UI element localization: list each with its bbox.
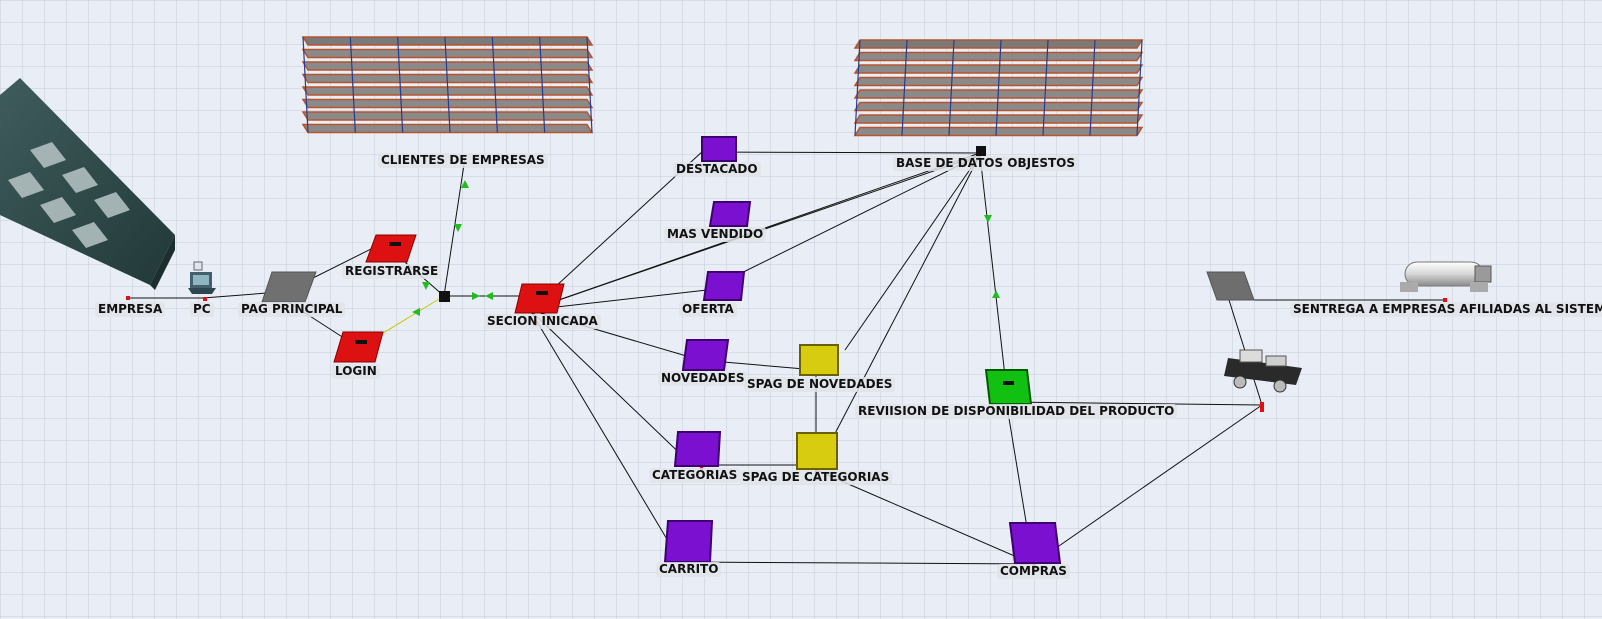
rack-upright <box>444 36 451 133</box>
compras-node[interactable] <box>1008 522 1062 564</box>
oferta-node[interactable] <box>702 271 746 301</box>
novedades-node[interactable] <box>681 339 730 371</box>
rack-upright <box>854 39 861 136</box>
rack-shelf <box>853 101 1144 112</box>
rack-upright <box>586 36 593 133</box>
destacado-node[interactable] <box>701 136 737 162</box>
label-sesion-iniciada: SECION INICADA <box>484 314 601 329</box>
rack-upright <box>1042 39 1049 136</box>
rack-shelf <box>301 111 594 121</box>
registrarse-node[interactable] <box>365 234 417 263</box>
label-spag-categorias: SPAG DE CATEGORIAS <box>739 470 893 485</box>
label-login: LOGIN <box>332 364 380 379</box>
label-registrarse: REGISTRARSE <box>342 264 442 279</box>
label-categorias: CATEGORIAS <box>649 468 741 483</box>
label-compras: COMPRAS <box>997 564 1070 579</box>
rack-upright <box>397 36 404 133</box>
rack-shelf <box>853 64 1144 74</box>
rack-shelf <box>853 126 1144 137</box>
rack-shelf <box>853 51 1144 62</box>
rack-shelf <box>853 114 1144 124</box>
entrega-source-node[interactable] <box>1206 271 1255 301</box>
rack-shelf <box>301 98 594 109</box>
rack-shelf <box>301 36 594 46</box>
rack-base-de-datos[interactable] <box>853 39 1144 137</box>
rack-shelf <box>301 48 594 59</box>
sesion-iniciada-node[interactable] <box>514 283 565 314</box>
label-novedades: NOVEDADES <box>658 371 748 386</box>
spag-categorias-node[interactable] <box>796 432 838 470</box>
label-destacado: DESTACADO <box>673 162 761 177</box>
label-mas-vendido: MAS VENDIDO <box>664 227 767 242</box>
carrito-node[interactable] <box>663 520 714 563</box>
label-entrega: SENTREGA A EMPRESAS AFILIADAS AL SISTEMA <box>1290 302 1602 317</box>
rack-shelf <box>301 61 594 71</box>
decision-node-base-datos[interactable] <box>976 146 986 156</box>
truck-icon[interactable] <box>1224 349 1302 393</box>
label-oferta: OFERTA <box>679 302 737 317</box>
rack-upright <box>539 36 546 133</box>
rack-upright <box>948 39 955 136</box>
rack-upright <box>302 36 309 133</box>
login-node[interactable] <box>333 331 384 363</box>
mas-vendido-node[interactable] <box>708 201 752 227</box>
rack-upright <box>901 39 908 136</box>
rack-upright <box>1136 39 1143 136</box>
categorias-node[interactable] <box>673 431 722 467</box>
flow-arrows <box>412 180 1000 316</box>
label-clientes-de-empresas: CLIENTES DE EMPRESAS <box>378 153 548 168</box>
label-base-de-datos: BASE DE DATOS OBJESTOS <box>893 156 1078 171</box>
decision-node-left[interactable] <box>439 291 450 302</box>
rack-shelf <box>853 39 1144 49</box>
pc-icon[interactable] <box>188 261 216 294</box>
rack-upright <box>1089 39 1096 136</box>
rack-shelf <box>301 123 594 134</box>
label-carrito: CARRITO <box>656 562 722 577</box>
label-pag-principal: PAG PRINCIPAL <box>238 302 346 317</box>
revision-disponibilidad-node[interactable] <box>984 369 1033 405</box>
label-empresa: EMPRESA <box>95 302 166 317</box>
rack-upright <box>349 36 356 133</box>
rack-clientes-de-empresas[interactable] <box>301 36 594 134</box>
label-revision-disponibilidad: REVIISION DE DISPONIBILIDAD DEL PRODUCTO <box>855 404 1178 419</box>
spag-novedades-node[interactable] <box>799 344 839 376</box>
building-icon[interactable] <box>0 78 175 290</box>
label-pc: PC <box>190 302 214 317</box>
tank-icon[interactable] <box>1400 261 1492 292</box>
label-spag-novedades: SPAG DE NOVEDADES <box>744 377 896 392</box>
rack-upright <box>995 39 1002 136</box>
rack-upright <box>491 36 498 133</box>
